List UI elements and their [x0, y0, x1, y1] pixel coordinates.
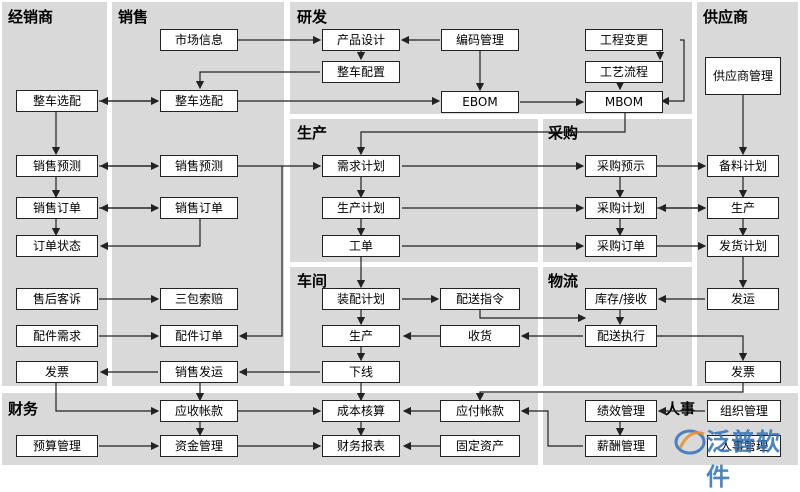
box-sales-order[interactable]: 销售订单 [160, 197, 238, 219]
box-receivable[interactable]: 应收帐款 [160, 400, 238, 422]
box-supplier-invoice[interactable]: 发票 [705, 361, 781, 383]
box-delivery-cmd[interactable]: 配送指令 [440, 288, 520, 310]
section-title-logistics: 物流 [548, 272, 579, 290]
box-vehicle-config[interactable]: 整车配置 [322, 61, 400, 83]
section-title-sales: 销售 [118, 8, 149, 26]
section-title-purchase: 采购 [548, 124, 579, 142]
box-shipping[interactable]: 发运 [707, 288, 779, 310]
box-dealer-order[interactable]: 销售订单 [16, 197, 98, 219]
box-delivery-exec[interactable]: 配送执行 [585, 325, 657, 347]
section-title-workshop: 车间 [297, 272, 328, 290]
box-supplier-prod[interactable]: 生产 [707, 197, 779, 219]
box-dealer-forecast[interactable]: 销售预测 [16, 155, 98, 177]
logo-icon [674, 429, 706, 455]
section-title-dealer: 经销商 [8, 8, 54, 26]
box-fin-report[interactable]: 财务报表 [322, 435, 400, 457]
box-work-order[interactable]: 工单 [322, 235, 400, 257]
box-ship-plan[interactable]: 发货计划 [707, 235, 779, 257]
box-dealer-vehicle-select[interactable]: 整车选配 [16, 90, 98, 112]
box-parts-order[interactable]: 配件订单 [160, 325, 238, 347]
box-eng-change[interactable]: 工程变更 [585, 29, 663, 51]
box-salary-mgmt[interactable]: 薪酬管理 [585, 435, 657, 457]
box-order-status[interactable]: 订单状态 [16, 235, 98, 257]
section-title-supplier: 供应商 [703, 8, 749, 26]
box-purchase-order[interactable]: 采购订单 [585, 235, 657, 257]
section-title-rnd: 研发 [297, 8, 328, 26]
box-org-mgmt[interactable]: 组织管理 [707, 400, 781, 422]
box-fund-mgmt[interactable]: 资金管理 [160, 435, 238, 457]
box-ebom[interactable]: EBOM [441, 91, 519, 113]
box-process-flow[interactable]: 工艺流程 [585, 61, 663, 83]
box-budget-mgmt[interactable]: 预算管理 [16, 435, 98, 457]
box-stock-receive[interactable]: 库存/接收 [585, 288, 657, 310]
box-stock-plan[interactable]: 备料计划 [707, 155, 779, 177]
box-purchase-plan[interactable]: 采购计划 [585, 197, 657, 219]
box-supplier-mgmt[interactable]: 供应商管理 [705, 57, 781, 95]
box-demand-plan[interactable]: 需求计划 [322, 155, 400, 177]
section-title-production: 生产 [297, 124, 328, 142]
box-payable[interactable]: 应付帐款 [440, 400, 520, 422]
box-offline[interactable]: 下线 [322, 361, 400, 383]
box-after-sales[interactable]: 售后客诉 [16, 288, 98, 310]
flow-connectors [51, 35, 748, 451]
box-sales-vehicle-select[interactable]: 整车选配 [160, 90, 238, 112]
box-sales-forecast[interactable]: 销售预测 [160, 155, 238, 177]
box-fixed-assets[interactable]: 固定资产 [440, 435, 520, 457]
panel-sales [112, 2, 284, 386]
box-prod-plan[interactable]: 生产计划 [322, 197, 400, 219]
box-parts-demand[interactable]: 配件需求 [16, 325, 98, 347]
box-mbom[interactable]: MBOM [585, 91, 663, 113]
box-coding-mgmt[interactable]: 编码管理 [441, 29, 519, 51]
box-perf-mgmt[interactable]: 绩效管理 [585, 400, 657, 422]
box-personnel-mgmt[interactable]: 人事管理 [707, 435, 781, 457]
section-title-hr: 人事 [665, 400, 696, 418]
box-cost-calc[interactable]: 成本核算 [322, 400, 400, 422]
box-product-design[interactable]: 产品设计 [322, 29, 400, 51]
box-sales-ship[interactable]: 销售发运 [160, 361, 238, 383]
box-assembly-plan[interactable]: 装配计划 [322, 288, 400, 310]
box-market-info[interactable]: 市场信息 [160, 29, 238, 51]
box-purchase-forecast[interactable]: 采购预示 [585, 155, 657, 177]
section-title-finance: 财务 [8, 400, 39, 418]
box-ws-prod[interactable]: 生产 [322, 325, 400, 347]
box-three-guarantee[interactable]: 三包索赔 [160, 288, 238, 310]
box-dealer-invoice[interactable]: 发票 [16, 361, 98, 383]
logo-text: 泛普软件 [706, 428, 781, 491]
box-receive[interactable]: 收货 [440, 325, 520, 347]
